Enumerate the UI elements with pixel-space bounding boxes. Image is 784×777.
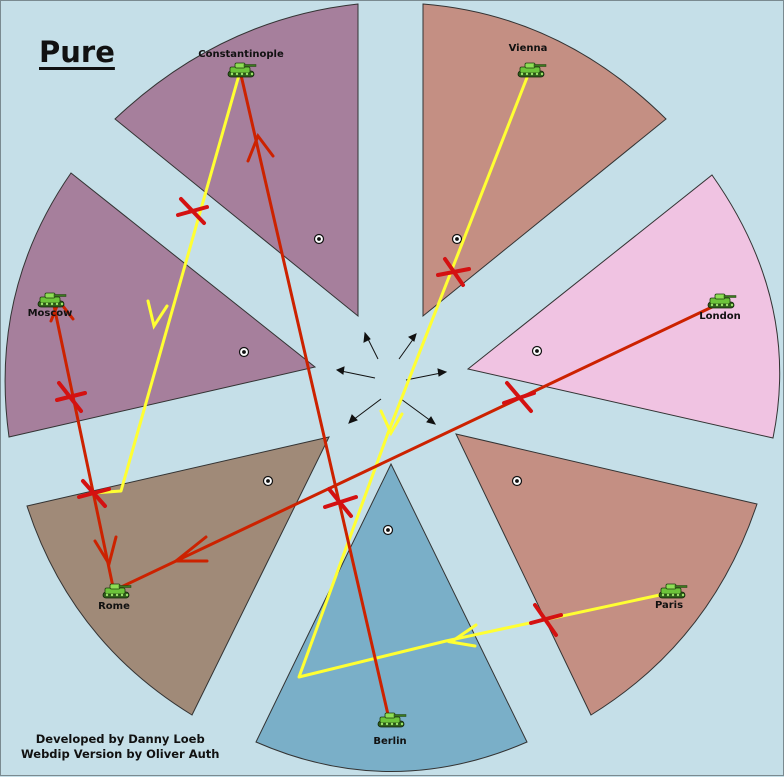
arrow-head-icon <box>246 132 275 163</box>
province-rome[interactable] <box>26 436 330 716</box>
tank-icon[interactable] <box>377 712 407 728</box>
province-berlin[interactable] <box>255 462 528 772</box>
province-paris[interactable] <box>455 433 758 716</box>
failed-cross-icon <box>529 603 563 637</box>
province-label-berlin: Berlin <box>373 736 407 747</box>
province-label-rome: Rome <box>98 601 130 612</box>
failed-cross-icon <box>502 381 536 413</box>
tank-icon[interactable] <box>37 292 67 308</box>
arrow-head-icon <box>379 409 404 437</box>
units-layer <box>37 62 737 728</box>
tank-icon[interactable] <box>102 583 132 599</box>
supply-center-icon <box>238 346 250 358</box>
province-label-london: London <box>699 311 741 322</box>
tank-icon[interactable] <box>227 62 257 78</box>
support-order-london <box>115 305 714 591</box>
province-label-constantinople: Constantinople <box>198 49 284 60</box>
credits-line-1: Developed by Danny Loeb <box>35 732 205 746</box>
supply-center-icon <box>511 475 523 487</box>
province-label-vienna: Vienna <box>508 43 548 54</box>
supply-center-dots <box>238 233 543 536</box>
support-order-moscow <box>51 299 115 589</box>
province-london[interactable] <box>466 174 781 439</box>
map-title: Pure <box>39 35 115 69</box>
arrow-head-icon <box>171 535 209 563</box>
tank-icon[interactable] <box>517 62 547 78</box>
credits-line-2: Webdip Version by Oliver Auth <box>21 747 220 761</box>
failed-cross-icon <box>176 197 209 225</box>
province-label-paris: Paris <box>654 600 684 611</box>
failed-cross-icon <box>55 381 87 413</box>
move-order-vienna <box>386 73 530 435</box>
supply-center-icon <box>382 524 394 536</box>
failed-cross-icon <box>436 257 471 287</box>
failed-order-marks <box>55 197 563 637</box>
arrow-head-icon <box>447 623 478 648</box>
supply-center-icon <box>531 345 543 357</box>
supply-center-icon <box>451 233 463 245</box>
arrow-head-icon <box>146 299 169 330</box>
arrow-head-icon <box>93 535 118 568</box>
support-order-berlin <box>239 73 391 721</box>
supply-center-icon <box>262 475 274 487</box>
failed-cross-icon <box>323 487 358 518</box>
tank-icon[interactable] <box>658 583 688 599</box>
province-vienna[interactable] <box>422 3 667 318</box>
tank-icon[interactable] <box>707 293 737 309</box>
failed-cross-icon <box>77 479 111 508</box>
province-moscow[interactable] <box>4 172 317 438</box>
province-label-moscow: Moscow <box>27 308 73 319</box>
supply-center-icon <box>313 233 325 245</box>
province-constantinople[interactable] <box>114 3 359 318</box>
credits: Developed by Danny Loeb Webdip Version b… <box>21 732 219 762</box>
center-arrows-icon <box>335 331 448 425</box>
